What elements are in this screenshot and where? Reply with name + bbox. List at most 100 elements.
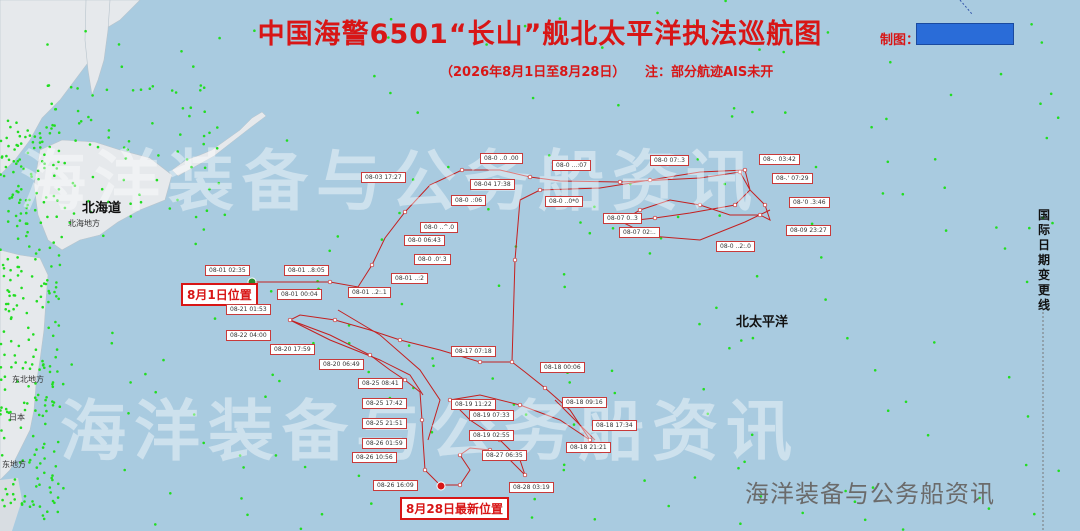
ais-dot <box>3 375 7 379</box>
ais-dot <box>881 192 885 195</box>
ais-dot <box>0 248 2 251</box>
ais-dot <box>826 31 830 34</box>
end-position-marker <box>436 481 446 491</box>
ais-dot <box>904 400 908 404</box>
ais-dot <box>43 166 46 170</box>
ais-dot <box>17 265 21 269</box>
ais-dot <box>218 36 221 40</box>
ais-dot <box>15 224 19 228</box>
ais-dot <box>485 43 488 46</box>
ais-dot <box>50 265 53 268</box>
ais-dot <box>54 320 57 324</box>
ais-dot <box>216 126 219 129</box>
ais-dot <box>370 502 373 505</box>
track-time-label: 08-0 ..0 .00 <box>480 153 523 164</box>
ais-dot <box>24 361 27 364</box>
ais-dot <box>447 165 450 169</box>
ais-dot <box>26 151 30 155</box>
track-time-label: 08-19 11:22 <box>451 399 496 410</box>
ais-dot <box>127 412 130 415</box>
ais-dot <box>271 373 275 377</box>
ais-dot <box>648 252 652 255</box>
ais-dot <box>1025 280 1029 284</box>
ais-dot <box>52 163 55 167</box>
ais-dot <box>1057 469 1060 473</box>
ais-dot <box>416 111 420 114</box>
ais-dot <box>4 487 7 491</box>
ais-dot <box>179 133 182 136</box>
ais-dot <box>303 465 307 469</box>
ais-dot <box>1026 415 1030 418</box>
ais-dot <box>129 381 132 384</box>
ais-dot <box>84 29 87 33</box>
ais-dot <box>129 202 132 205</box>
ais-dot <box>1030 23 1033 26</box>
ais-dot <box>22 297 25 300</box>
ais-dot <box>58 405 62 409</box>
ais-dot <box>48 145 51 149</box>
track-time-label: 08-19 07:33 <box>469 410 514 421</box>
ais-dot <box>87 199 90 203</box>
ais-dot <box>79 120 83 123</box>
ais-dot <box>933 158 937 161</box>
ais-dot <box>138 193 141 196</box>
ais-dot <box>26 402 29 405</box>
track-waypoint <box>422 467 428 473</box>
ais-dot <box>18 158 22 161</box>
ais-dot <box>35 299 39 303</box>
ais-dot <box>57 324 61 327</box>
ais-dot <box>16 274 20 277</box>
ais-dot <box>5 136 8 140</box>
ais-dot <box>194 215 198 219</box>
track-waypoint <box>459 167 465 173</box>
ais-dot <box>706 412 710 416</box>
track-waypoint <box>697 202 703 208</box>
ais-dot <box>46 510 49 513</box>
ais-dot <box>336 235 340 238</box>
track-waypoint <box>457 452 463 458</box>
ais-dot <box>19 142 23 145</box>
ais-dot <box>87 115 90 119</box>
ais-dot <box>12 160 16 163</box>
ais-dot <box>27 326 30 330</box>
ais-dot <box>810 222 814 226</box>
ais-dot <box>162 358 165 362</box>
track-time-label: 08-.' 07:29 <box>772 173 813 184</box>
ais-dot <box>26 203 30 207</box>
ais-dot <box>926 433 930 437</box>
ais-dot <box>202 86 206 89</box>
ais-dot <box>35 485 38 488</box>
ais-dot <box>718 214 721 217</box>
ais-dot <box>949 93 953 97</box>
ais-dot <box>39 295 43 299</box>
ais-dot <box>23 494 27 498</box>
ais-dot <box>70 363 73 366</box>
track-time-label: 08-0 07:.3 <box>650 155 689 166</box>
track-time-label: 08-09 23:27 <box>786 225 831 236</box>
ais-dot <box>0 409 2 412</box>
ais-dot <box>19 426 23 430</box>
ais-dot <box>31 140 35 144</box>
ais-dot <box>35 466 39 469</box>
track-waypoint <box>617 179 623 185</box>
ais-dot <box>357 474 361 478</box>
ais-dot <box>52 194 56 198</box>
ais-dot <box>846 336 849 340</box>
ais-dot <box>751 336 755 340</box>
ais-dot <box>46 215 49 219</box>
ais-dot <box>0 413 2 416</box>
ais-dot <box>41 160 44 163</box>
ais-dot <box>56 496 60 499</box>
ais-dot <box>611 227 615 230</box>
ais-dot <box>91 94 94 97</box>
ais-dot <box>740 339 743 342</box>
ais-dot <box>400 302 404 306</box>
ais-dot <box>20 503 24 506</box>
ais-dot <box>824 298 827 301</box>
ais-dot <box>57 254 61 257</box>
ais-dot <box>41 359 44 363</box>
ais-dot <box>48 131 52 135</box>
track-time-label: 08-25 21:51 <box>362 418 407 429</box>
ais-dot <box>168 207 172 210</box>
ais-dot <box>91 175 95 179</box>
